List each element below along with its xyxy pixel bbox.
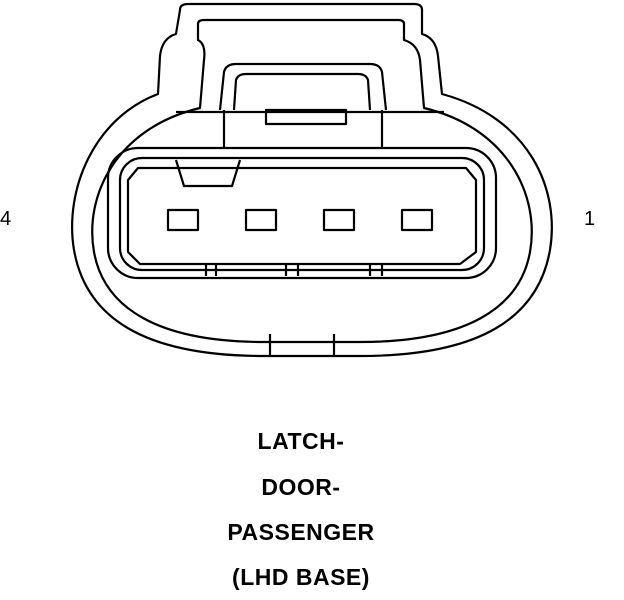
latch-arm [218,62,388,111]
housing-inner-wall [91,18,533,344]
caption-line-4: (LHD BASE) [232,564,370,590]
latch-arm-inner [232,72,372,111]
caption-line-2: DOOR- [261,474,341,500]
cavity-outer [106,146,498,280]
pin-cavity-1 [400,208,434,232]
caption-line-3: PASSENGER [227,519,375,545]
pin-cavity-3 [244,208,278,232]
pin-cavity-4 [166,208,200,232]
latch-tab [264,108,348,126]
pin-cavity-2 [322,208,356,232]
cavity-inner [118,156,486,272]
pin-label-left: 4 [0,208,12,230]
cavity-wall [126,166,478,266]
key-notch [174,159,242,188]
pin-label-right: 1 [584,208,596,230]
housing-outline [71,2,553,358]
caption-line-1: LATCH- [257,428,345,454]
